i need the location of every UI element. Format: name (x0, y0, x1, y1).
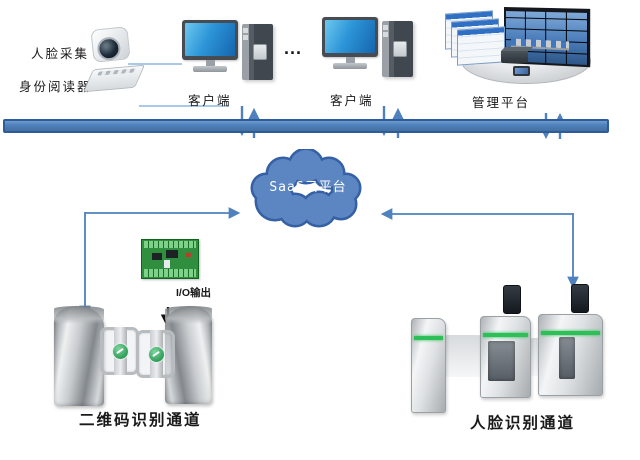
monitor-frame (322, 17, 378, 57)
ellipsis-label: ... (284, 38, 303, 58)
monitor-neck (346, 57, 355, 64)
device-links (128, 63, 229, 107)
network-bus-bar (3, 119, 609, 133)
client2-label: 客户端 (330, 94, 374, 108)
cabinet-panel (488, 341, 515, 381)
cloud-shape (250, 147, 362, 228)
green-badge-icon (147, 346, 165, 363)
monitor-screen (185, 23, 235, 56)
swing-gate-left-pedestal-icon (54, 306, 104, 406)
client2-tower-icon (382, 21, 413, 77)
face-channel-label: 人脸识别通道 (470, 415, 576, 432)
led-strip-icon (414, 336, 443, 340)
monitor-neck (206, 60, 215, 67)
face-terminal-icon (503, 285, 521, 314)
client1-monitor-icon (182, 20, 240, 75)
face-capture-label: 人脸采集 (31, 47, 90, 61)
cabinet-panel (559, 337, 575, 379)
nvr-box-icon (501, 50, 528, 63)
pedestal-cap (54, 306, 104, 324)
led-strip-icon (541, 331, 600, 335)
terminal-pole (0, 0, 640, 8)
access-controller-board-icon (141, 239, 199, 279)
client1-tower-icon (242, 24, 273, 80)
speed-gate-cabinet-icon (480, 316, 531, 398)
monitor-base (333, 63, 367, 69)
relay-icon (164, 260, 170, 268)
swing-arm-icon (136, 330, 175, 378)
dome-camera-icon (90, 26, 131, 63)
chip-icon (152, 253, 162, 260)
green-badge-icon (111, 343, 129, 360)
speed-gate-cabinet-icon (538, 314, 603, 396)
component-icon (186, 253, 191, 257)
led-strip-icon (483, 333, 528, 337)
id-reader-label: 身份阅读器 (19, 80, 92, 94)
tablet-icon (513, 66, 530, 76)
saas-cloud-icon (245, 147, 369, 231)
saas-cloud-label: SaaS云平台 (269, 180, 347, 195)
server-cabinet-icon (474, 36, 495, 66)
monitor-base (193, 66, 227, 72)
pedestal-cap (165, 306, 212, 324)
qr-channel-label: 二维码识别通道 (79, 412, 202, 429)
client2-monitor-icon (322, 17, 380, 72)
camera-lens (96, 36, 122, 62)
management-platform-label: 管理平台 (472, 96, 531, 110)
chip-icon (166, 250, 178, 258)
glass-wing-icon (444, 335, 482, 377)
face-terminal-icon (571, 284, 589, 313)
cloud-gate-links (79, 207, 579, 318)
io-output-label: I/O输出 (176, 287, 212, 299)
speed-gate-cabinet-icon (411, 318, 446, 413)
client1-label: 客户端 (188, 94, 232, 108)
swing-arm-icon (100, 327, 139, 375)
monitor-screen (325, 20, 375, 53)
monitor-frame (182, 20, 238, 60)
